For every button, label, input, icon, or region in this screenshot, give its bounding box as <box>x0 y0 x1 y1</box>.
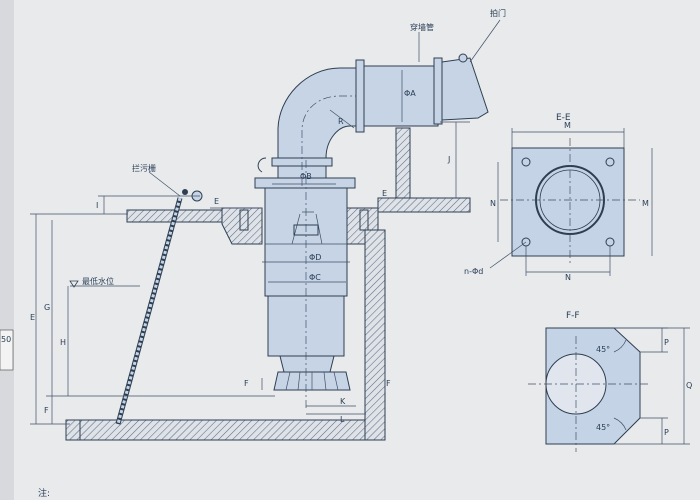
page-binding-edge <box>0 0 14 500</box>
sump-floor-left <box>65 419 81 441</box>
ff-title: F-F <box>566 311 580 321</box>
pump-impeller-housing <box>279 355 335 373</box>
lowest-water-label: 最低水位 <box>82 276 114 286</box>
ff-section-view: F-F 45° 45° P P Q <box>528 311 692 452</box>
elbow-centerline <box>301 95 470 186</box>
q-label: Q <box>686 381 692 390</box>
bolt-hole <box>605 157 615 167</box>
i-label: I <box>96 201 98 210</box>
phi-d-label: ΦD <box>309 253 321 262</box>
n-bottom-label: N <box>565 273 571 282</box>
deg-top-label: 45° <box>596 345 610 354</box>
big-e-label: E <box>30 313 35 322</box>
pump-seat-left <box>221 207 263 245</box>
k-label: K <box>340 397 346 406</box>
sump-right-wall <box>364 229 386 441</box>
e-left-label: E <box>214 197 219 206</box>
p-top-label: P <box>664 338 669 347</box>
main-elevation-view: 拦污栅 穿墙管 拍门 最低水位 ΦA ΦB ΦC ΦD R J I E E E … <box>30 8 506 441</box>
anchor-bolt-left <box>239 209 249 231</box>
wall-pipe-flange-left <box>355 59 365 133</box>
wall-pipe-label: 穿墙管 <box>410 22 434 32</box>
wall-pipe-flange-right <box>433 57 443 125</box>
power-cable <box>257 157 267 173</box>
deg-bottom-label: 45° <box>596 423 610 432</box>
phi-b-label: ΦB <box>300 172 312 181</box>
l-label: L <box>340 415 345 424</box>
sump-floor <box>65 419 386 441</box>
m-right-label: M <box>642 199 649 208</box>
bolt-hole <box>521 157 531 167</box>
n-phi-d-label: n-Φd <box>464 267 483 276</box>
wall-pipe <box>361 65 439 127</box>
f-label: F <box>44 406 49 415</box>
ee-section-view: E-E M N N M n-Φd <box>464 113 653 282</box>
note-label: 注: <box>38 487 50 499</box>
lifting-chain <box>291 211 323 245</box>
margin-number: 50 <box>1 335 11 344</box>
section-f-left: F <box>244 379 249 388</box>
r-label: R <box>338 117 344 126</box>
phi-c-label: ΦC <box>309 273 321 282</box>
n-left-label: N <box>490 199 496 208</box>
trash-rack-label: 拦污栅 <box>132 163 156 173</box>
margin-tab <box>0 329 14 371</box>
flap-valve <box>441 57 489 121</box>
dim-r <box>329 109 355 129</box>
anchor-bolt-right <box>359 209 369 231</box>
e-right-label: E <box>382 189 387 198</box>
phi-a-label: ΦA <box>404 89 416 98</box>
ee-title: E-E <box>556 113 571 123</box>
outlet-wall <box>395 127 411 199</box>
top-slab-right <box>377 197 471 213</box>
p-bottom-label: P <box>664 428 669 437</box>
section-f-right: F <box>386 379 391 388</box>
flap-valve-label: 拍门 <box>490 8 506 18</box>
j-label: J <box>447 155 450 164</box>
m-label: M <box>564 121 571 130</box>
discharge-elbow <box>277 67 363 159</box>
h-label: H <box>60 338 66 347</box>
g-label: G <box>44 303 50 312</box>
